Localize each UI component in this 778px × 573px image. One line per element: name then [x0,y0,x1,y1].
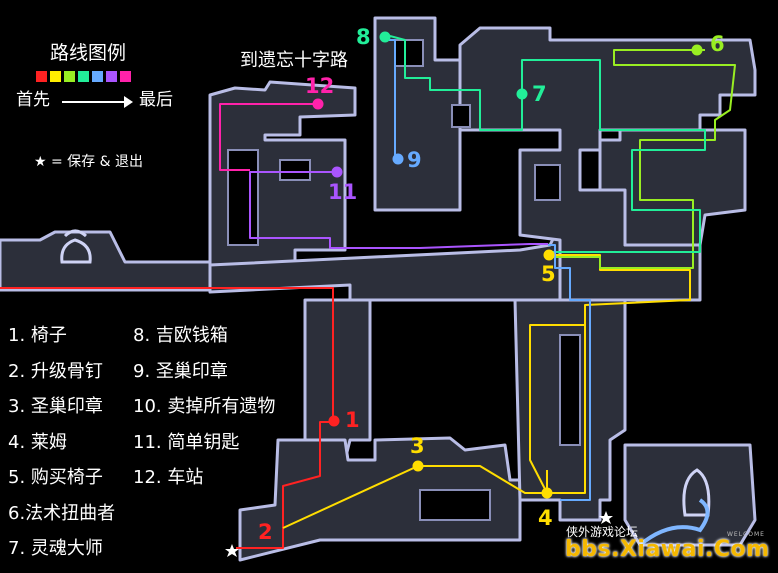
point-4 [541,487,553,499]
item-list-left: 1. 椅子 2. 升级骨钉 3. 圣巢印章 4. 莱姆 5. 购买椅子 6.法术… [8,318,115,567]
list-item: 4. 莱姆 [8,431,67,453]
statue-southeast [682,468,711,517]
swatch-green [64,71,75,82]
watermark-small: WELCOME [727,531,765,538]
list-item: 11. 简单钥匙 [133,431,240,453]
marker-8: 8 [356,25,371,49]
save-note: ★ = 保存 & 退出 [34,154,143,170]
save-stars [225,511,613,557]
room-southeast [623,443,757,547]
point-8 [379,31,391,43]
route-pink [219,103,318,171]
marker-7: 7 [532,82,547,106]
point-1 [328,415,340,427]
swatch-pink [120,71,131,82]
list-item: 2. 升级骨钉 [8,360,103,382]
legend-last: 最后 [139,90,173,110]
route-red [0,287,334,549]
list-item: 7. 灵魂大师 [8,538,103,559]
watermark-cn: 侠外游戏论坛 [566,525,639,539]
swatch-yellow [50,71,61,82]
list-item: 9. 圣巢印章 [133,360,228,382]
marker-4: 4 [538,506,553,530]
point-7 [516,88,528,100]
marker-3: 3 [410,434,425,458]
arrow-head-icon [124,96,133,108]
watermark-wave-icon [638,498,710,547]
watermark-site: bbs.Xiawai.Com [565,537,770,562]
list-item: 10. 卖掉所有遗物 [133,396,276,417]
list-item: 8. 吉欧钱箱 [133,325,228,346]
room-east [598,128,747,247]
route-points [312,31,703,499]
marker-2: 2 [258,520,273,544]
marker-5: 5 [541,262,556,286]
list-item: 12. 车站 [133,467,204,488]
swatch-red [36,71,47,82]
list-item: 6.法术扭曲者 [8,502,116,524]
map-voids [227,39,581,521]
statue-west [60,229,92,264]
room-left-shaft [303,298,372,462]
marker-1: 1 [345,408,360,432]
swatch-blue [92,71,103,82]
swatch-purple [106,71,117,82]
point-9 [392,153,404,165]
decor-statues [60,229,711,517]
legend-first: 首先 [16,90,50,110]
marker-12: 12 [305,74,335,98]
marker-9: 9 [407,148,422,172]
marker-11: 11 [328,180,358,204]
legend-title: 路线图例 [50,42,127,64]
map-rooms [0,16,757,562]
room-west-corridor [0,230,217,292]
route-green [548,49,736,269]
marker-6: 6 [710,32,725,56]
star-icon [225,544,239,557]
legend-swatches [36,71,131,82]
point-11 [331,166,343,178]
list-item: 5. 购买椅子 [8,467,103,488]
legend-arrow-icon [62,101,128,103]
room-northeast [458,26,757,302]
route-purple [249,171,548,249]
item-list-right: 8. 吉欧钱箱 9. 圣巢印章 10. 卖掉所有遗物 11. 简单钥匙 12. … [133,318,275,496]
list-item: 1. 椅子 [8,325,67,346]
point-12 [312,98,324,110]
route-teal [389,35,706,253]
point-3 [412,460,424,472]
destination-label: 到遗忘十字路 [240,50,348,71]
star-icon [599,511,613,524]
swatch-teal [78,71,89,82]
list-item: 3. 圣巢印章 [8,396,103,417]
room-basement [238,436,522,562]
point-5 [543,249,555,261]
point-6 [691,44,703,56]
